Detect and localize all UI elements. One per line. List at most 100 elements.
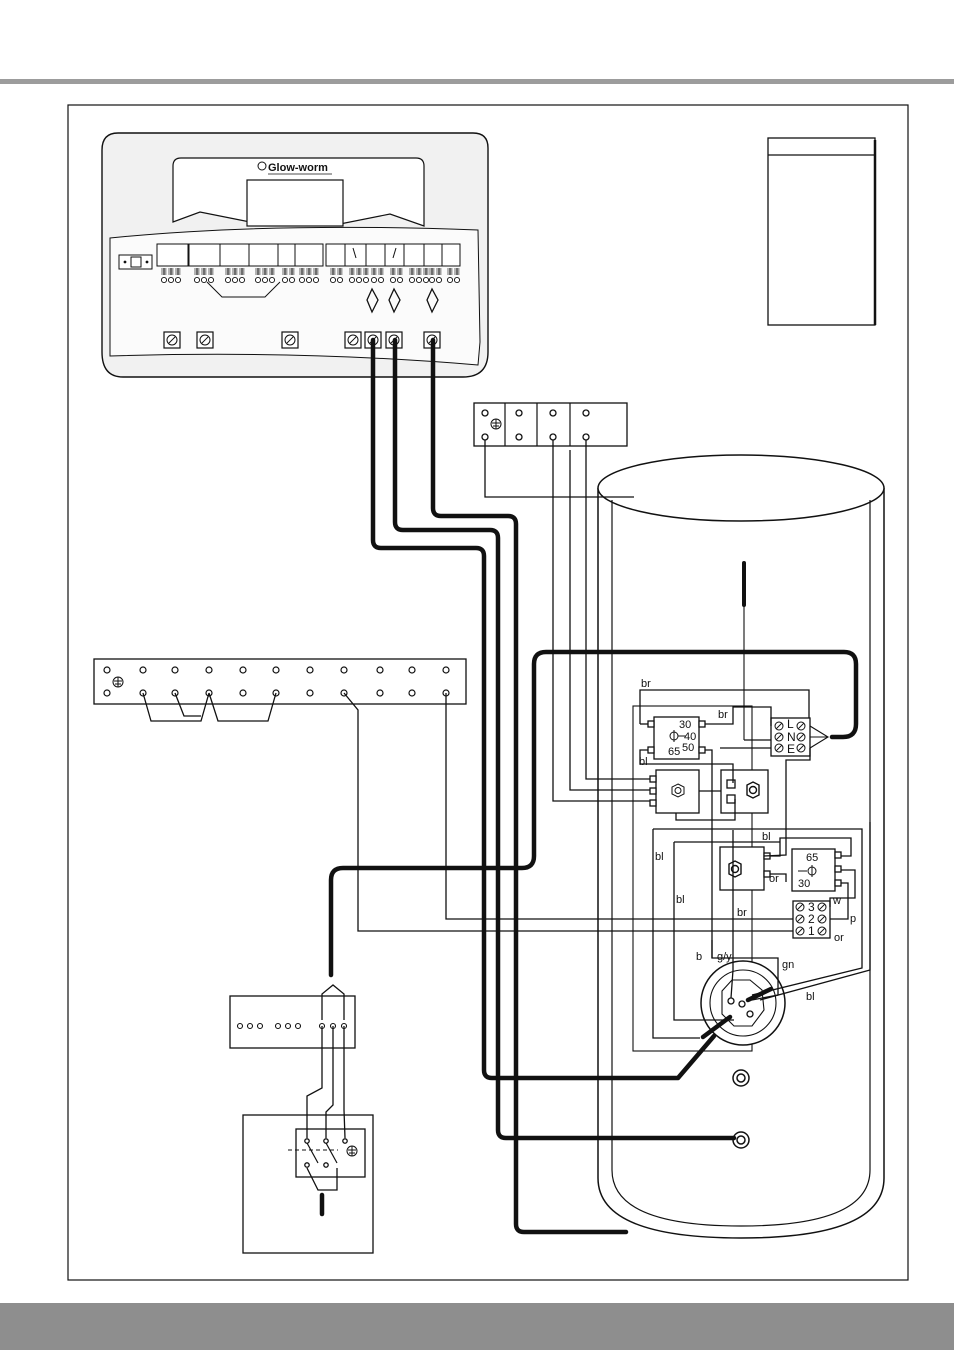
- small-terminal-block: [230, 996, 355, 1048]
- terminal: [273, 667, 279, 673]
- terminal-screw: [225, 277, 230, 282]
- terminal-screw: [175, 277, 180, 282]
- label-bl-center: bl: [655, 851, 664, 863]
- relay-block: [295, 244, 323, 266]
- terminal-screw: [262, 277, 267, 282]
- relay-block: [249, 244, 278, 266]
- terminal: [140, 667, 146, 673]
- terminal: [240, 690, 246, 696]
- terminal: [104, 690, 110, 696]
- terminal-screw: [232, 277, 237, 282]
- terminal-screw: [429, 277, 434, 282]
- terminal-screw: [337, 277, 342, 282]
- terminal: [286, 1024, 291, 1029]
- notes-panel: [768, 138, 875, 325]
- terminal: [240, 667, 246, 673]
- relay-block: [424, 244, 442, 266]
- terminal-screw: [390, 277, 395, 282]
- terminal-screw: [194, 277, 199, 282]
- terminal: [248, 1024, 253, 1029]
- terminal: [296, 1024, 301, 1029]
- label-t2-65: 65: [806, 852, 818, 864]
- cutout-2: [721, 770, 768, 813]
- terminal: [377, 690, 383, 696]
- relay-block: [366, 244, 385, 266]
- terminal-screw: [313, 277, 318, 282]
- terminal-screw: [454, 277, 459, 282]
- label-gn: gn: [782, 959, 794, 971]
- label-b: b: [696, 951, 702, 963]
- terminal-screw: [289, 277, 294, 282]
- relay-block: [278, 244, 295, 266]
- glow-worm-logo: Glow-worm: [258, 162, 332, 174]
- earth-symbol: [491, 419, 501, 429]
- relay-block: [385, 244, 404, 266]
- terminal-block-4way: [474, 403, 627, 446]
- label-gy: g/y: [717, 951, 732, 963]
- terminal-screw: [255, 277, 260, 282]
- logo-text: Glow-worm: [268, 162, 328, 174]
- label-w: w: [832, 895, 841, 907]
- terminal: [258, 1024, 263, 1029]
- terminal: [377, 667, 383, 673]
- cutout-1: [650, 770, 699, 813]
- immersion-heater: [701, 961, 785, 1045]
- label-p: p: [850, 913, 856, 925]
- terminal: [409, 667, 415, 673]
- label-L: L: [787, 717, 794, 731]
- terminal: [307, 667, 313, 673]
- isolator-switch: [243, 1115, 373, 1253]
- label-bl-right: bl: [762, 831, 771, 843]
- terminal-screw: [201, 277, 206, 282]
- terminal-screw: [349, 277, 354, 282]
- terminal-screw: [282, 277, 287, 282]
- terminal-screw: [168, 277, 173, 282]
- relay-block: [189, 244, 220, 266]
- label-or-1: or: [769, 873, 779, 885]
- terminal-screw: [363, 277, 368, 282]
- cutout-3: [720, 847, 770, 890]
- terminal-screw: [423, 277, 428, 282]
- relay-block: [442, 244, 460, 266]
- terminal-screw: [208, 277, 213, 282]
- terminal: [104, 667, 110, 673]
- relay-block: [220, 244, 249, 266]
- label-br-top: br: [641, 678, 651, 690]
- terminal: [443, 667, 449, 673]
- label-br-mid: br: [718, 709, 728, 721]
- terminal: [238, 1024, 243, 1029]
- relay-block: [404, 244, 424, 266]
- terminal-screw: [306, 277, 311, 282]
- terminal-screw: [436, 277, 441, 282]
- terminal: [172, 667, 178, 673]
- terminal-screw: [397, 277, 402, 282]
- terminal-screw: [378, 277, 383, 282]
- terminal-screw: [416, 277, 421, 282]
- terminal-screw: [330, 277, 335, 282]
- terminal-screw: [239, 277, 244, 282]
- terminal: [206, 667, 212, 673]
- terminal-screw: [409, 277, 414, 282]
- terminal-screw: [299, 277, 304, 282]
- terminal-screw: [161, 277, 166, 282]
- wiring-centre-strip: [94, 659, 466, 721]
- label-bl-heater: bl: [806, 991, 815, 1003]
- label-t2-30: 30: [798, 878, 810, 890]
- label-or-2: or: [834, 932, 844, 944]
- terminal: [307, 690, 313, 696]
- terminal-screw: [371, 277, 376, 282]
- fuse-holder: [119, 255, 152, 269]
- terminal: [409, 690, 415, 696]
- relay-block: [157, 244, 188, 266]
- relay-block: [326, 244, 345, 266]
- terminal-screw: [447, 277, 452, 282]
- label-bl-left: bl: [639, 756, 648, 768]
- terminal-screw: [269, 277, 274, 282]
- label-bl-lower: bl: [676, 894, 685, 906]
- earth-symbol: [347, 1146, 357, 1156]
- control-unit: Glow-worm: [102, 133, 488, 377]
- label-b1: 1: [808, 924, 815, 938]
- label-t1-30: 30: [679, 719, 691, 731]
- label-t1-50: 50: [682, 742, 694, 754]
